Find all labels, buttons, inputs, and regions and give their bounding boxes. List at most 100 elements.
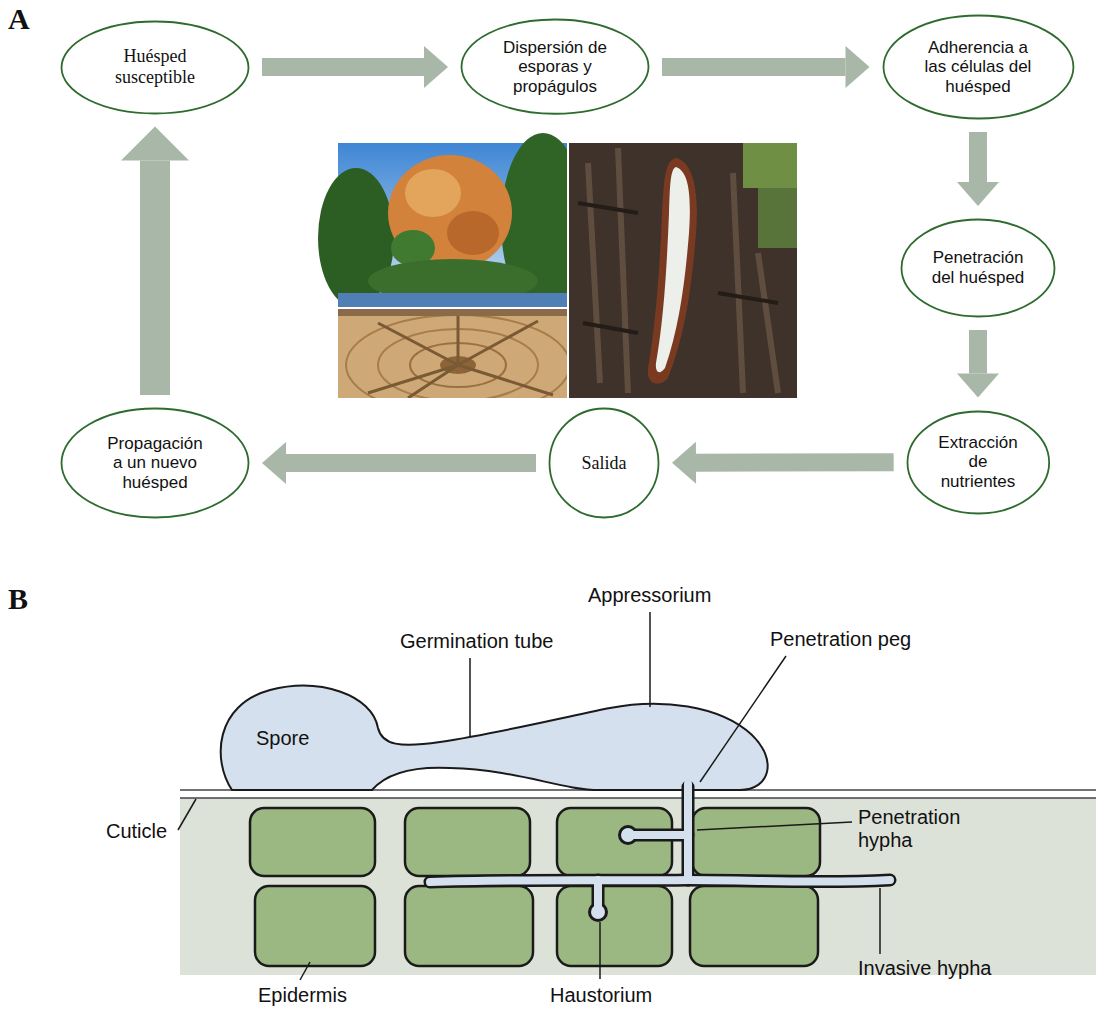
photo-divider xyxy=(338,307,568,309)
wood-cross-section xyxy=(338,308,568,398)
leader-line-part xyxy=(300,962,310,980)
leader-line-part xyxy=(879,888,881,954)
epidermal-cell-part xyxy=(557,886,672,966)
hypha-outline-part xyxy=(430,880,688,882)
arrow-shaft xyxy=(696,453,894,472)
arrow-head xyxy=(424,46,448,88)
hypha-outline-part xyxy=(634,829,688,842)
leader-line-part xyxy=(469,658,471,737)
arrow-head xyxy=(846,46,870,88)
hypha-outline xyxy=(430,787,890,906)
haustorium-fill xyxy=(591,905,605,919)
node-text-block: Adherencia a las células del huésped xyxy=(915,38,1041,97)
stage-label: Dispersión de esporas y propágulos xyxy=(499,38,611,97)
part-label: Cuticle xyxy=(106,820,167,843)
part-label: Haustorium xyxy=(550,984,652,1007)
node-text-block: Extracción de nutrientes xyxy=(932,433,1024,492)
cycle-stage-ellipse: Adherencia a las células del huésped xyxy=(882,14,1075,120)
haustorium-fill xyxy=(621,828,635,842)
arrow-shaft xyxy=(140,161,170,396)
cycle-stage-ellipse: Huésped susceptible xyxy=(60,20,250,115)
stage-label: Adherencia a las células del huésped xyxy=(915,38,1041,97)
hypha-outline-part xyxy=(688,880,890,882)
water-strip xyxy=(338,293,568,308)
arrow-head xyxy=(957,182,999,206)
stage-label: Huésped susceptible xyxy=(105,46,205,87)
arrow-head xyxy=(121,127,189,161)
cycle-arrow xyxy=(672,442,894,484)
cycle-stage-ellipse: Penetración del huésped xyxy=(900,218,1056,318)
stage-label: Salida xyxy=(582,453,627,474)
diseased-crown xyxy=(447,211,499,255)
cycle-arrow xyxy=(121,127,189,396)
part-label: Appressorium xyxy=(588,584,711,607)
stage-label: Penetración del huésped xyxy=(928,248,1028,287)
node-text-block: Huésped susceptible xyxy=(105,46,205,87)
node-text-block: Penetración del huésped xyxy=(928,248,1028,287)
hypha-fill-part xyxy=(430,880,688,882)
haustorium-outline xyxy=(618,825,638,845)
arrow-shaft xyxy=(286,454,536,472)
part-label: Penetration hypha xyxy=(858,806,983,852)
wood-cross-section-part xyxy=(338,308,568,316)
node-text-block: Dispersión de esporas y propágulos xyxy=(499,38,611,97)
leader-line-part xyxy=(178,799,196,830)
ellipse-shape xyxy=(883,16,1073,119)
arrow-head xyxy=(957,373,999,397)
wood-cross-section-part xyxy=(368,311,553,398)
epidermal-cell-part xyxy=(405,886,533,966)
photo-divider xyxy=(567,143,569,398)
bark-photo-part xyxy=(656,167,690,372)
cycle-stage-ellipse: Salida xyxy=(548,407,660,519)
node-text-block: Salida xyxy=(582,453,627,474)
leader-line-part xyxy=(700,656,786,782)
spore-body xyxy=(221,686,768,790)
cuticle-line xyxy=(180,797,1096,799)
host-tissue xyxy=(180,798,1096,975)
leader-line-part xyxy=(649,612,651,707)
part-label: Invasive hypha xyxy=(858,957,991,980)
hypha-fill-part xyxy=(594,880,602,906)
epidermal-cell-part xyxy=(690,886,818,966)
stage-label: Extracción de nutrientes xyxy=(932,433,1024,492)
cycle-arrow xyxy=(957,132,999,206)
stage-label: Propagación a un nuevo huésped xyxy=(101,434,209,493)
part-label: Spore xyxy=(256,727,309,750)
ellipse-shape xyxy=(62,409,249,518)
epidermal-cell xyxy=(250,808,820,966)
bark-photo xyxy=(568,143,797,398)
diseased-crown xyxy=(388,155,512,271)
leader-line-part xyxy=(599,922,601,979)
arrow-shaft xyxy=(262,58,424,76)
arrow-shaft xyxy=(969,330,987,374)
cycle-stage-ellipse: Propagación a un nuevo huésped xyxy=(60,407,250,519)
bark-photo-part xyxy=(743,143,797,188)
ellipse-shape xyxy=(550,409,659,518)
pine-photo-collage xyxy=(318,133,797,415)
bark-photo-part xyxy=(588,148,778,393)
ellipse-shape xyxy=(62,21,249,113)
cycle-arrow xyxy=(262,442,536,484)
node-text-block: Propagación a un nuevo huésped xyxy=(101,434,209,493)
hypha-fill-part xyxy=(634,831,688,839)
leader-line-part xyxy=(697,822,852,830)
cycle-arrow xyxy=(262,46,448,88)
arrow-head xyxy=(262,442,286,484)
arrow-shaft xyxy=(969,132,987,182)
epidermal-cell-part xyxy=(692,808,820,876)
bark-photo-part xyxy=(648,158,697,384)
bark-photo-part xyxy=(568,143,797,398)
arrow-shaft xyxy=(662,58,846,76)
arrow-head xyxy=(672,442,696,484)
hypha-fill xyxy=(430,784,890,906)
ellipse-shape xyxy=(907,411,1049,513)
cycle-arrow xyxy=(957,330,999,398)
infection-diagram xyxy=(178,612,1096,980)
epidermal-cell-part xyxy=(255,886,375,966)
epidermal-cell-part xyxy=(557,808,672,876)
epidermal-cell-part xyxy=(250,808,375,876)
part-label: Penetration peg xyxy=(770,628,911,651)
panel-letter: A xyxy=(8,2,30,37)
cycle-stage-ellipse: Extracción de nutrientes xyxy=(906,410,1051,515)
